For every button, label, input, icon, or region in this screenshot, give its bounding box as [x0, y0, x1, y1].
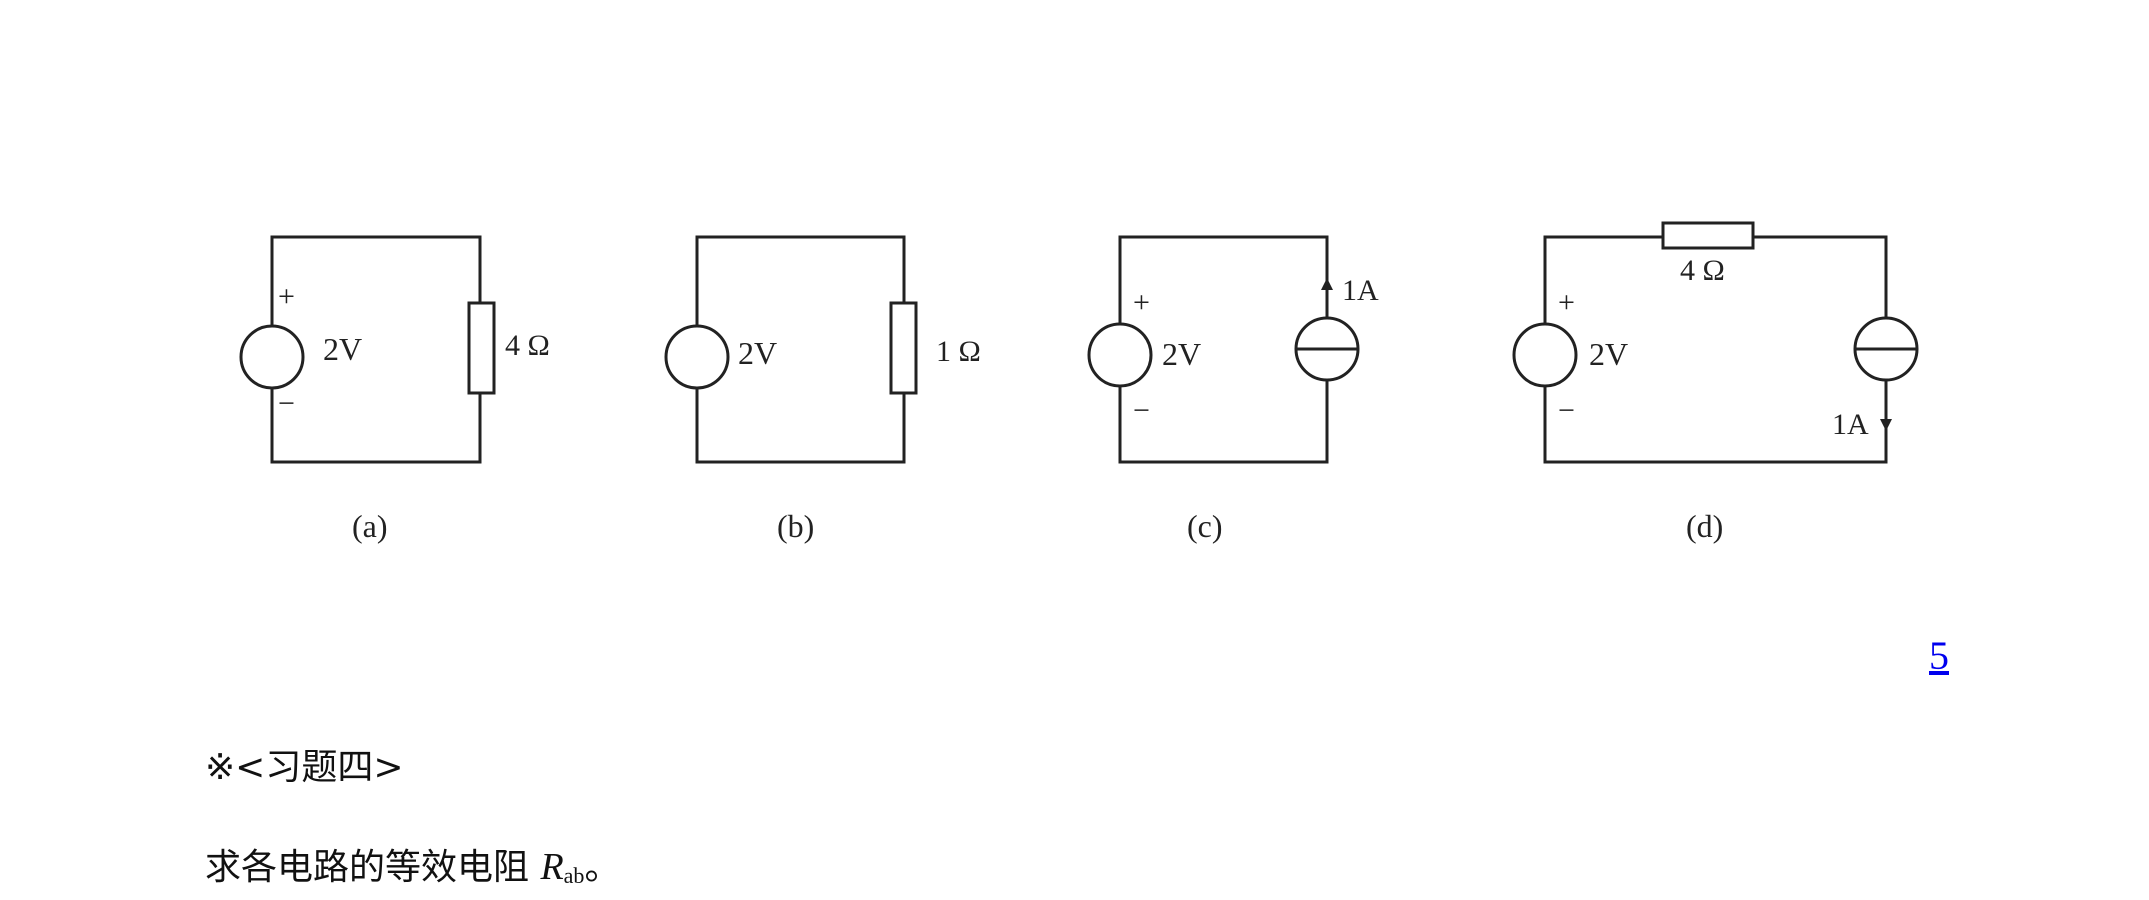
circuit-figures: + − 2V 4 Ω (a) 2V 1 Ω (b) + − 2V 1A (c) … [239, 221, 1919, 544]
circuit-d-voltage-source [1512, 322, 1578, 388]
circuit-b-source-label: 2V [738, 335, 777, 371]
circuit-d-minus-sign: − [1558, 394, 1575, 427]
circuit-c-plus-sign: + [1133, 286, 1150, 319]
exercise-question-end: 。 [584, 847, 621, 888]
exercise-question-text: 求各电路的等效电阻 [205, 847, 541, 888]
circuit-a-voltage-source [239, 324, 305, 390]
page-number-link[interactable]: 5 [1929, 633, 1949, 678]
circuit-c-source-label: 2V [1162, 336, 1201, 372]
circuit-b-resistor-label: 1 Ω [936, 335, 981, 368]
circuit-d-resistor [1661, 221, 1755, 250]
circuit-d-plus-sign: + [1558, 286, 1575, 319]
resistance-subscript: ab [563, 863, 585, 888]
circuit-c-current-label: 1A [1342, 274, 1379, 307]
circuit-b-voltage-source [664, 324, 730, 390]
circuit-b: 2V 1 Ω (b) [664, 235, 981, 544]
circuit-c-minus-sign: − [1133, 394, 1150, 427]
circuit-b-caption: (b) [777, 508, 814, 544]
circuit-a: + − 2V 4 Ω (a) [239, 235, 550, 544]
circuit-c-caption: (c) [1187, 508, 1223, 544]
circuit-a-minus-sign: − [278, 387, 295, 420]
circuit-d-resistor-label: 4 Ω [1680, 254, 1725, 287]
circuit-c-voltage-source [1087, 322, 1153, 388]
circuit-a-plus-sign: + [278, 280, 295, 313]
circuit-d-caption: (d) [1686, 508, 1723, 544]
exercise-question: 求各电路的等效电阻 Rab。 [205, 838, 620, 890]
exercise-title: ※<习题四> [205, 747, 404, 788]
circuit-a-resistor [467, 301, 496, 395]
circuit-d-current-label: 1A [1832, 408, 1869, 441]
circuit-d-source-label: 2V [1589, 336, 1628, 372]
circuit-a-resistor-label: 4 Ω [505, 329, 550, 362]
circuit-b-resistor [889, 301, 918, 395]
circuit-c: + − 2V 1A (c) [1087, 235, 1379, 544]
circuit-d: + − 2V 4 Ω 1A (d) [1512, 221, 1919, 544]
circuit-a-caption: (a) [352, 508, 388, 544]
circuit-a-source-label: 2V [323, 331, 362, 367]
resistance-symbol: R [540, 846, 564, 888]
